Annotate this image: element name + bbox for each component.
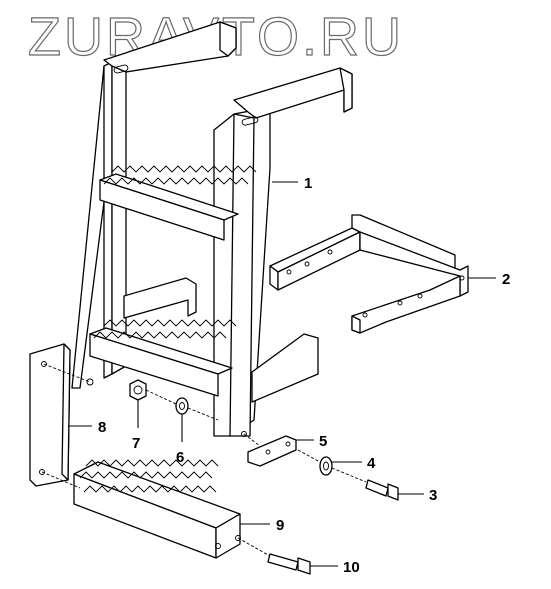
leader-lines: [68, 181, 496, 567]
callout-8: 8: [98, 419, 106, 436]
callout-5: 5: [319, 433, 327, 450]
mounting-bracket: [269, 214, 469, 334]
callout-9: 9: [276, 517, 284, 534]
bolt-long: [365, 479, 399, 501]
ladder-frame: [71, 21, 353, 437]
callout-10: 10: [343, 559, 360, 576]
bottom-step: [73, 459, 241, 559]
washer-small: [175, 397, 189, 415]
washer-large: [319, 456, 333, 476]
callout-4: 4: [367, 455, 376, 472]
assembly-lines: [41, 363, 367, 557]
spacer-plate: [247, 435, 297, 467]
callout-3: 3: [429, 487, 437, 504]
callout-1: 1: [304, 175, 312, 192]
nut: [129, 379, 147, 401]
side-plate: [29, 343, 71, 487]
callout-6: 6: [176, 449, 184, 466]
callout-2: 2: [502, 271, 510, 288]
callout-7: 7: [132, 435, 140, 452]
bolt-short: [267, 553, 311, 575]
